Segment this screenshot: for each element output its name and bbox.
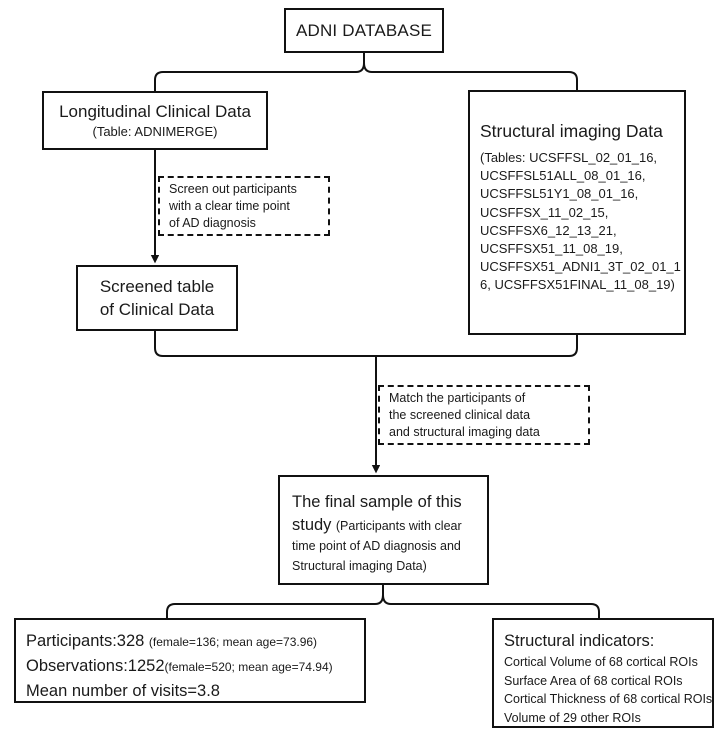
screened-line-1: Screened table (99, 277, 215, 296)
final-sample-detail-line: (Participants with clear (335, 519, 462, 533)
final-sample-detail-line: time point of AD diagnosis and (292, 539, 461, 553)
indicator-item: Cortical Volume of 68 cortical ROIs (504, 655, 698, 669)
longitudinal-subtitle: (Table: ADNIMERGE) (92, 124, 218, 139)
final-sample-headline-1: The final sample of this (292, 493, 462, 511)
structural-table-line: 6, UCSFFSX51FINAL_11_08_19) (480, 277, 675, 293)
node-structural-imaging-data[interactable]: Structural imaging Data (Tables: UCSFFSL… (468, 90, 686, 335)
indicator-item: Volume of 29 other ROIs (504, 710, 641, 725)
node-final-sample[interactable]: The final sample of this study (Particip… (278, 475, 489, 585)
structural-imaging-title: Structural imaging Data (480, 121, 663, 141)
structural-table-line: UCSFFSX_11_02_15, (480, 204, 609, 220)
structural-table-line: UCSFFSL51ALL_08_01_16, (480, 168, 646, 184)
note-screen-out-participants: Screen out participants with a clear tim… (158, 176, 330, 236)
connector-final-to-indicators (382, 585, 600, 618)
connector-final-to-stats (166, 585, 384, 618)
node-adni-database[interactable]: ADNI DATABASE (284, 8, 444, 53)
stats-visits-row: Mean number of visits=3.8 (26, 682, 220, 700)
indicator-item: Surface Area of 68 cortical ROIs (504, 673, 683, 688)
indicators-title: Structural indicators: (504, 632, 655, 650)
indicator-item: Cortical Thickness of 68 cortical ROIs (504, 692, 713, 706)
node-structural-indicators[interactable]: Structural indicators: Cortical Volume o… (492, 618, 714, 728)
stats-participants-detail: (female=136; mean age=73.96) (148, 635, 318, 649)
node-screened-clinical-table[interactable]: Screened table of Clinical Data (76, 265, 238, 331)
structural-table-line: UCSFFSL51Y1_08_01_16, (480, 186, 639, 202)
note-line: of AD diagnosis (169, 215, 256, 230)
final-sample-headline-2-row: study (Participants with clear (292, 514, 475, 537)
structural-table-line: UCSFFSX6_12_13_21, (480, 222, 617, 238)
screened-line-2: of Clinical Data (99, 300, 215, 319)
node-sample-statistics[interactable]: Participants:328 (female=136; mean age=7… (14, 618, 366, 703)
final-sample-headline-2: study (292, 516, 332, 534)
connector-structural-merge (376, 335, 578, 357)
note-line: the screened clinical data (389, 407, 531, 422)
connector-database-split (154, 53, 365, 91)
longitudinal-title: Longitudinal Clinical Data (59, 102, 251, 121)
structural-table-line: UCSFFSX51_ADNI1_3T_02_01_1 (480, 259, 681, 275)
node-longitudinal-clinical-data[interactable]: Longitudinal Clinical Data (Table: ADNIM… (42, 91, 268, 150)
connector-database-to-structural (363, 53, 578, 90)
stats-observations-detail: (female=520; mean age=74.94) (164, 660, 333, 674)
structural-table-line: (Tables: UCSFFSL_02_01_16, (480, 150, 658, 165)
adni-database-label: ADNI DATABASE (295, 20, 433, 40)
stats-participants-row: Participants:328 (female=136; mean age=7… (26, 629, 364, 654)
structural-table-line: UCSFFSX51_11_08_19, (480, 241, 623, 257)
stats-participants-label: Participants:328 (26, 632, 145, 650)
note-match-participants: Match the participants of the screened c… (378, 385, 590, 445)
connector-screened-merge (154, 331, 376, 357)
final-sample-detail-line: Structural imaging Data) (292, 558, 427, 573)
note-line: and structural imaging data (389, 424, 540, 439)
note-line: Screen out participants (169, 181, 297, 196)
note-line: Match the participants of (389, 390, 526, 405)
note-line: with a clear time point (169, 198, 290, 213)
stats-observations-label: Observations:1252 (26, 657, 165, 675)
stats-observations-row: Observations:1252(female=520; mean age=7… (26, 654, 364, 679)
